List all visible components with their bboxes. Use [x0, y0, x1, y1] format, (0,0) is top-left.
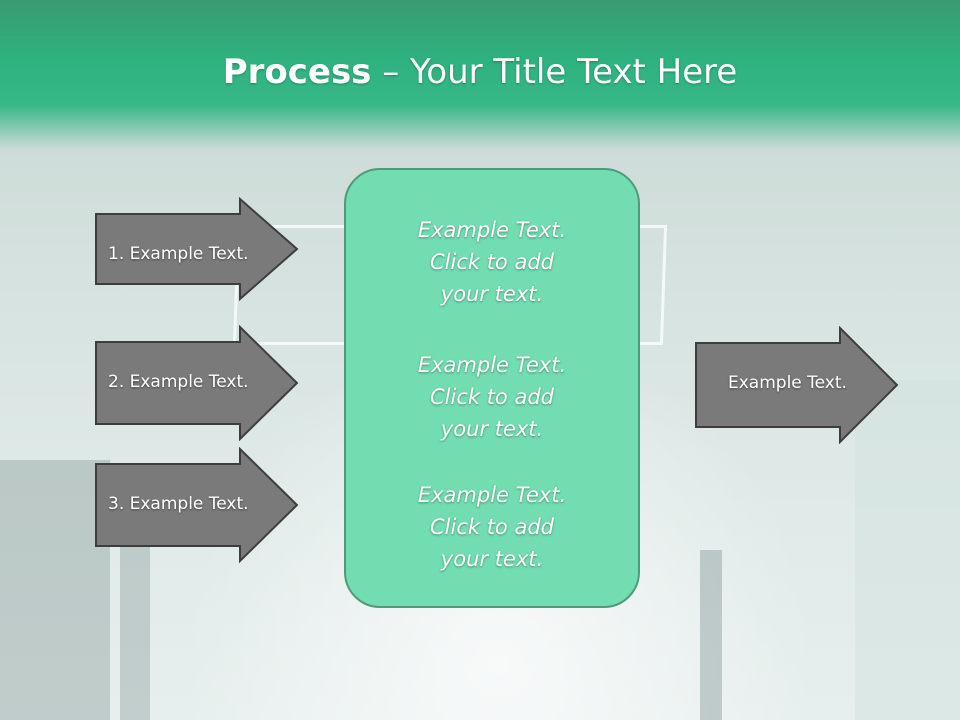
- slide-title[interactable]: Process – Your Title Text Here: [0, 52, 960, 92]
- center-text-block-2: Example Text. Click to add your text.: [417, 353, 567, 441]
- left-arrow-label: 3. Example Text.: [108, 494, 249, 514]
- left-arrow-1[interactable]: 1. Example Text.: [94, 197, 300, 301]
- title-rest-text: – Your Title Text Here: [371, 52, 738, 92]
- right-arrow[interactable]: Example Text.: [694, 326, 900, 444]
- right-arrow-label: Example Text.: [728, 373, 847, 393]
- title-bold-text: Process: [222, 52, 372, 92]
- left-arrow-label: 1. Example Text.: [108, 244, 249, 264]
- center-text-box[interactable]: Example Text. Click to add your text. Ex…: [344, 168, 640, 608]
- arrow-right-shape: [95, 325, 299, 441]
- center-text-block-3: Example Text. Click to add your text.: [417, 483, 567, 571]
- title-band: [0, 0, 960, 150]
- arrow-right-shape: [95, 447, 299, 563]
- arrow-right-shape: [695, 326, 899, 444]
- left-arrow-2[interactable]: 2. Example Text.: [94, 325, 300, 441]
- center-text-block-1: Example Text. Click to add your text.: [417, 218, 567, 306]
- arrow-right-shape: [95, 197, 299, 301]
- left-arrow-3[interactable]: 3. Example Text.: [94, 447, 300, 563]
- left-arrow-label: 2. Example Text.: [108, 372, 249, 392]
